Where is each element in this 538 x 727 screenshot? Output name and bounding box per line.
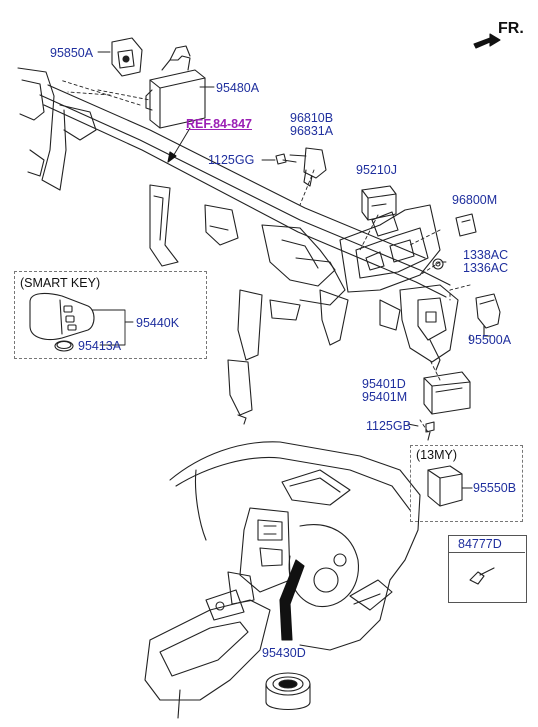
front-label: FR.: [498, 20, 524, 37]
label-95440K: 95440K: [136, 316, 180, 330]
part-96810B-icon: [303, 147, 327, 187]
label-96810B: 96810B: [290, 111, 334, 125]
leader-lines: [59, 79, 471, 433]
label-95500A: 95500A: [468, 333, 512, 347]
label-96831A: 96831A: [290, 124, 334, 138]
part-96800M-icon: [455, 213, 477, 237]
part-95500A-icon: [475, 293, 501, 337]
part-95401D-icon: [423, 371, 471, 415]
model-year-box: [410, 445, 523, 522]
label-95401D: 95401D: [362, 377, 406, 391]
label-95480A: 95480A: [216, 81, 260, 95]
screw-84777D-icon: [469, 567, 495, 585]
battery-95413A-icon: [54, 340, 74, 352]
screw-box-header: [448, 535, 525, 553]
bolt-1125GG-icon: [275, 153, 297, 165]
part-95480A-icon: [145, 45, 206, 129]
label-1125GB: 1125GB: [366, 419, 411, 433]
screw-box: [448, 535, 527, 603]
label-95401M: 95401M: [362, 390, 408, 404]
bolt-1125GB-icon: [425, 421, 435, 441]
part-95210J-icon: [361, 185, 397, 221]
ref-pointer-line: [171, 127, 191, 159]
ref-arrow-icon: [167, 151, 177, 163]
part-95850A-icon: [111, 37, 143, 77]
smart-key-title: (SMART KEY): [20, 276, 101, 290]
part-95430D-icon: [265, 672, 311, 711]
smart-key-box: [14, 271, 207, 359]
model-year-title: (13MY): [416, 448, 457, 462]
dash-beam-frame: [17, 67, 459, 425]
instrument-panel: [144, 441, 421, 719]
label-96800M: 96800M: [452, 193, 498, 207]
label-84777D: 84777D: [458, 537, 502, 551]
reference-link[interactable]: REF.84-847: [186, 117, 253, 131]
label-leaders: [91, 51, 471, 427]
front-arrow-icon: [473, 33, 501, 49]
label-95413A: 95413A: [78, 339, 122, 353]
label-1336AC: 1336AC: [463, 261, 509, 275]
label-95550B: 95550B: [473, 481, 517, 495]
label-95210J: 95210J: [356, 163, 398, 177]
label-95850A: 95850A: [50, 46, 94, 60]
start-button-pointer: [279, 559, 305, 641]
label-1125GG: 1125GG: [208, 153, 255, 167]
smart-key-fob-icon: [29, 292, 95, 341]
part-95550B-icon: [427, 465, 473, 507]
label-1338AC: 1338AC: [463, 248, 509, 262]
label-95430D: 95430D: [262, 646, 306, 660]
nut-1338AC-icon: [432, 258, 444, 270]
